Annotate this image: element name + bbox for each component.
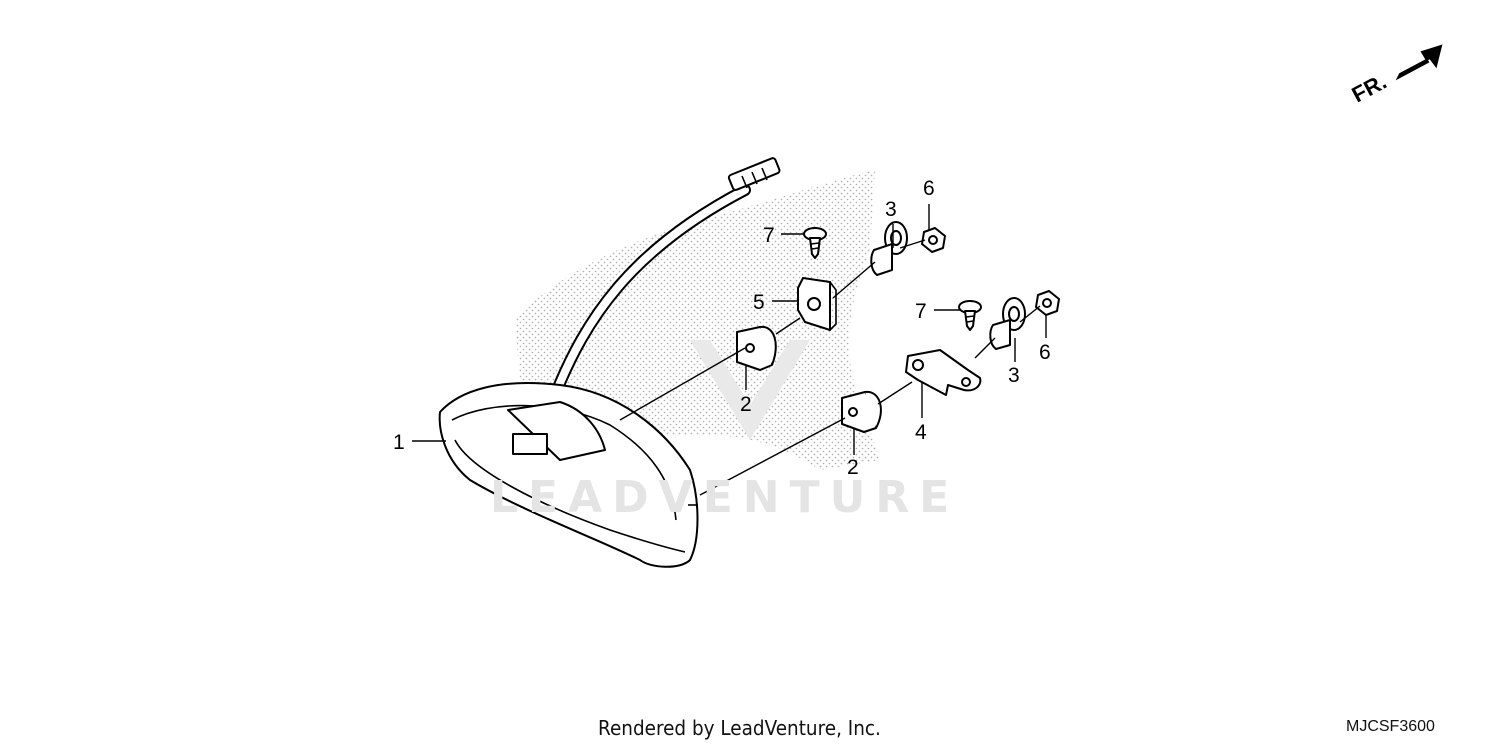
- wire-connector: [727, 157, 781, 191]
- nut-lower: [1035, 290, 1060, 316]
- callout-7-lower: 7: [915, 300, 927, 323]
- screw-upper: [803, 227, 827, 259]
- grommet-lower: [841, 390, 882, 433]
- collar-lower: [989, 297, 1026, 350]
- front-direction-label: FR.: [1348, 69, 1391, 108]
- bracket-upper: [797, 277, 837, 331]
- callout-1: 1: [393, 431, 405, 454]
- callout-5: 5: [753, 291, 765, 314]
- figure-code: MJCSF3600: [1346, 718, 1435, 735]
- collar-upper: [870, 221, 908, 276]
- nut-upper: [921, 227, 946, 253]
- stipple-shading: [515, 170, 880, 470]
- taillight-assembly: [438, 382, 699, 568]
- callout-7-upper: 7: [763, 224, 775, 247]
- callout-3-lower: 3: [1008, 364, 1020, 387]
- assembly-lines: [619, 239, 1041, 496]
- watermark-logo: [690, 340, 810, 440]
- front-arrow-icon: [1395, 44, 1443, 81]
- callout-6-upper: 6: [923, 177, 935, 200]
- watermark-text: LEADVENTURE: [490, 472, 960, 523]
- callout-leaders: [412, 204, 1047, 455]
- callout-3-upper: 3: [885, 198, 897, 221]
- grommet-upper: [736, 325, 777, 371]
- callout-6-lower: 6: [1039, 341, 1051, 364]
- screw-lower: [958, 300, 982, 331]
- callout-2-lower: 2: [847, 456, 859, 479]
- render-credit: Rendered by LeadVenture, Inc.: [598, 716, 881, 740]
- callout-4: 4: [915, 421, 927, 444]
- bracket-lower: [905, 349, 982, 396]
- front-direction-indicator: FR.: [1348, 44, 1443, 108]
- callout-2-upper: 2: [740, 393, 752, 416]
